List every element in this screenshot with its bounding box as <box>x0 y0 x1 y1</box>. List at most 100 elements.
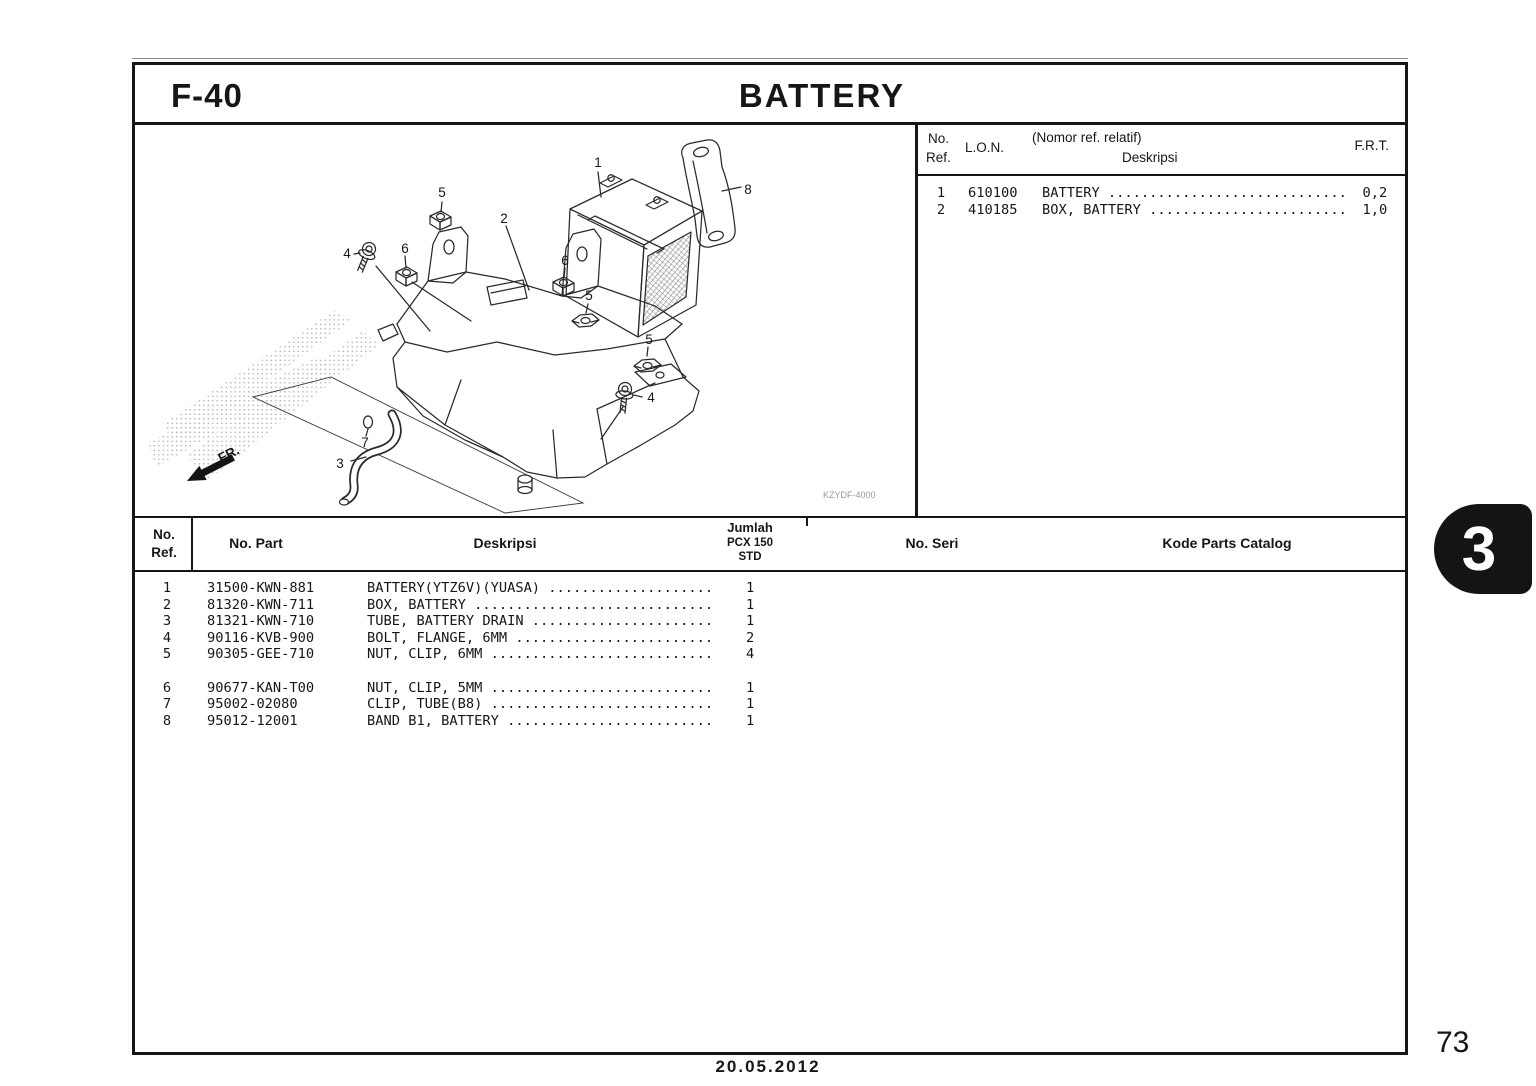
lon-table-header: No. Ref. L.O.N. (Nomor ref. relatif) Des… <box>918 125 1405 176</box>
tube-clip-part <box>362 415 374 429</box>
row-description: CLIP, TUBE(B8) .........................… <box>367 696 714 713</box>
part-label: 4 <box>343 246 351 261</box>
row-qty: 2 <box>745 629 755 646</box>
row-qty: 1 <box>745 580 755 596</box>
table-row: 4 90116-KVB-900 BOLT, FLANGE, 6MM ........… <box>157 630 1405 647</box>
table-row: 2 410185 BOX, BATTERY ....................… <box>926 202 1405 219</box>
page-number: 73 <box>1436 1026 1470 1059</box>
row-qty: 1 <box>745 679 755 696</box>
date-stamp: 20.05.2012 <box>715 1057 821 1076</box>
row-ref-no: 1 <box>936 185 946 201</box>
col-deskripsi: Deskripsi <box>473 535 537 551</box>
flange-bolt-part <box>613 381 635 415</box>
row-qty: 1 <box>745 613 755 630</box>
row-frt: 1,0 <box>1362 201 1388 218</box>
col-no: No. <box>153 527 175 542</box>
col-model: PCX 150 <box>726 537 774 549</box>
nut-clip-part <box>429 210 452 231</box>
row-group-gap <box>157 663 1405 680</box>
stipple-shading <box>147 310 379 481</box>
page-title: BATTERY <box>738 77 906 114</box>
row-part-number: 95012-12001 <box>207 712 298 729</box>
row-part-number: 90116-KVB-900 <box>207 629 315 646</box>
nut-clip-part <box>571 313 600 328</box>
row-ref-no: 8 <box>162 712 172 729</box>
row-ref-no: 3 <box>162 613 172 630</box>
col-ref: Ref. <box>926 150 951 165</box>
row-frt: 0,2 <box>1362 185 1388 201</box>
row-description: NUT, CLIP, 6MM .........................… <box>367 646 714 663</box>
row-description: BAND B1, BATTERY .......................… <box>367 712 714 729</box>
battery-box-part <box>377 226 700 495</box>
row-ref-no: 5 <box>162 646 172 663</box>
flange-bolt-part <box>351 239 380 276</box>
col-ref: Ref. <box>151 545 177 560</box>
col-frt: F.R.T. <box>1354 138 1389 153</box>
col-lon: L.O.N. <box>965 140 1005 155</box>
row-ref-no: 2 <box>936 201 946 218</box>
table-row: 5 90305-GEE-710 NUT, CLIP, 6MM ...........… <box>157 646 1405 663</box>
part-label: 8 <box>744 182 752 197</box>
row-qty: 4 <box>745 646 755 663</box>
col-deskripsi: Deskripsi <box>1122 150 1178 165</box>
row-ref-no: 2 <box>162 596 172 613</box>
parts-table-header: No. Ref. No. Part Deskripsi Jumlah PCX 1… <box>135 518 1405 572</box>
col-nomor-rel: (Nomor ref. relatif) <box>1032 130 1142 145</box>
part-label: 4 <box>647 390 655 405</box>
row-description: BOX, BATTERY ........................ <box>1042 201 1347 218</box>
row-description: BATTERY(YTZ6V)(YUASA) ..................… <box>367 580 714 596</box>
col-no-part: No. Part <box>229 535 283 551</box>
part-label: 6 <box>561 253 569 268</box>
drain-tube-part <box>338 409 402 506</box>
row-ref-no: 4 <box>162 629 172 646</box>
band-part <box>681 139 736 248</box>
row-ref-no: 1 <box>162 580 172 596</box>
row-ref-no: 7 <box>162 696 172 713</box>
row-part-number: 81321-KWN-710 <box>207 613 315 630</box>
col-kode-parts-catalog: Kode Parts Catalog <box>1162 535 1292 551</box>
col-no: No. <box>928 131 950 146</box>
table-row: 8 95012-12001 BAND B1, BATTERY ...........… <box>157 713 1405 730</box>
row-part-number: 90677-KAN-T00 <box>207 679 315 696</box>
diagram-code: KZYDF-4000 <box>823 490 876 500</box>
row-qty: 1 <box>745 696 755 713</box>
header-divider <box>191 518 193 570</box>
row-ref-no: 6 <box>162 679 172 696</box>
lon-table-rows: 1 610100 BATTERY .........................… <box>918 176 1405 218</box>
part-label: 1 <box>594 155 602 170</box>
row-lon: 410185 <box>968 201 1018 218</box>
part-label: 5 <box>645 332 653 347</box>
row-part-number: 95002-02080 <box>207 696 298 713</box>
part-label: 5 <box>438 185 446 200</box>
upper-section: 1 2 3 4 4 5 5 5 6 6 7 8 <box>135 125 1405 518</box>
table-row: 1 610100 BATTERY .........................… <box>926 185 1405 202</box>
ground-plane <box>251 376 585 514</box>
col-no-seri: No. Seri <box>905 535 959 551</box>
table-row: 6 90677-KAN-T00 NUT, CLIP, 5MM ...........… <box>157 680 1405 697</box>
exploded-diagram: 1 2 3 4 4 5 5 5 6 6 7 8 <box>135 125 915 516</box>
battery-part <box>565 174 703 338</box>
row-part-number: 31500-KWN-881 <box>207 580 315 596</box>
header-divider <box>806 518 808 526</box>
row-part-number: 90305-GEE-710 <box>207 646 315 663</box>
section-code: F-40 <box>171 77 243 114</box>
table-row: 1 31500-KWN-881 BATTERY(YTZ6V)(YUASA) ....… <box>157 580 1405 597</box>
part-label: 3 <box>336 456 344 471</box>
table-row: 7 95002-02080 CLIP, TUBE(B8) .............… <box>157 696 1405 713</box>
row-description: BATTERY ............................. <box>1042 185 1347 201</box>
row-description: NUT, CLIP, 5MM .........................… <box>367 679 714 696</box>
part-labels: 1 2 3 4 4 5 5 5 6 6 7 8 <box>336 155 752 471</box>
page-header: F-40 BATTERY <box>135 65 1405 125</box>
row-description: BOLT, FLANGE, 6MM ......................… <box>367 629 714 646</box>
row-qty: 1 <box>745 712 755 729</box>
row-qty: 1 <box>745 596 755 613</box>
part-label: 7 <box>361 435 369 450</box>
part-label: 2 <box>500 211 508 226</box>
col-jumlah: Jumlah <box>727 520 773 535</box>
row-lon: 610100 <box>968 185 1018 201</box>
main-frame: F-40 BATTERY <box>132 58 1408 1055</box>
row-part-number: 81320-KWN-711 <box>207 596 315 613</box>
